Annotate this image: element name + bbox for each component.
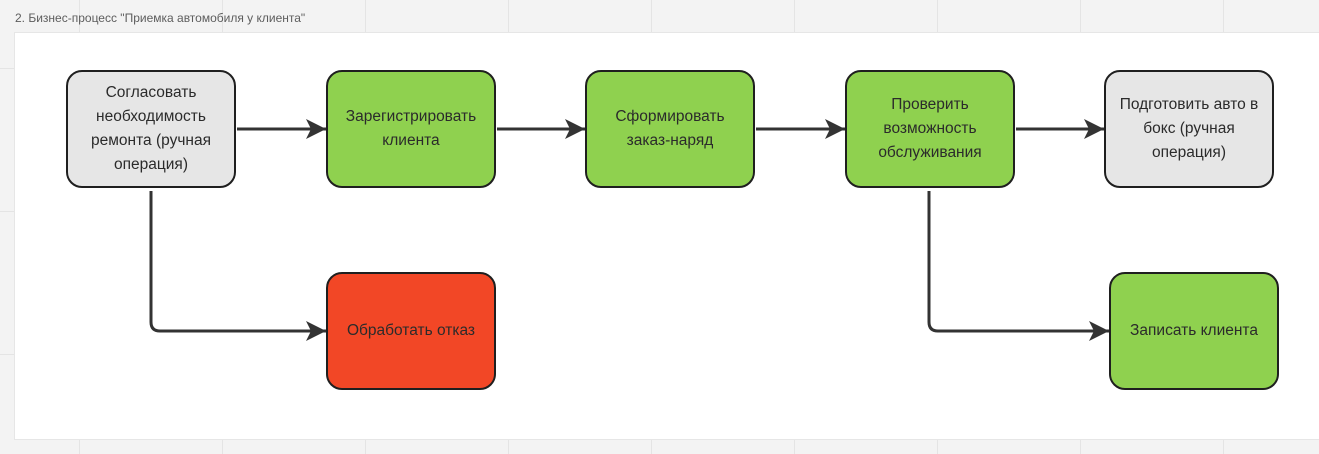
node-handle-rejection[interactable]: Обработать отказ (326, 272, 496, 390)
connector-agree-to-reject[interactable] (149, 191, 326, 333)
arrowhead-check (825, 119, 845, 139)
node-register-client-label: Зарегистрировать клиента (345, 108, 477, 149)
node-check-availability[interactable]: Проверить возможность обслуживания (845, 70, 1015, 188)
node-create-work-order-label: Сформировать заказ-наряд (615, 108, 725, 149)
arrowhead-register (306, 119, 326, 139)
node-register-client[interactable]: Зарегистрировать клиента (326, 70, 496, 188)
node-create-work-order[interactable]: Сформировать заказ-наряд (585, 70, 755, 188)
frame-title: 2. Бизнес-процесс "Приемка автомобиля у … (15, 11, 306, 25)
node-prepare-car-label: Подготовить авто в бокс (ручная операция… (1119, 96, 1259, 161)
node-handle-rejection-label: Обработать отказ (346, 322, 476, 339)
node-agree-repair[interactable]: Согласовать необходимость ремонта (ручна… (66, 70, 236, 188)
connector-check-to-book[interactable] (927, 191, 1109, 333)
arrowhead-book (1089, 321, 1109, 341)
node-agree-repair-label: Согласовать необходимость ремонта (ручна… (91, 84, 211, 173)
arrowhead-prepare (1084, 119, 1104, 139)
node-book-client-label: Записать клиента (1130, 322, 1258, 339)
node-prepare-car[interactable]: Подготовить авто в бокс (ручная операция… (1104, 70, 1274, 188)
node-check-availability-label: Проверить возможность обслуживания (878, 96, 982, 161)
node-book-client[interactable]: Записать клиента (1109, 272, 1279, 390)
arrowhead-reject (306, 321, 326, 341)
arrowhead-order (565, 119, 585, 139)
